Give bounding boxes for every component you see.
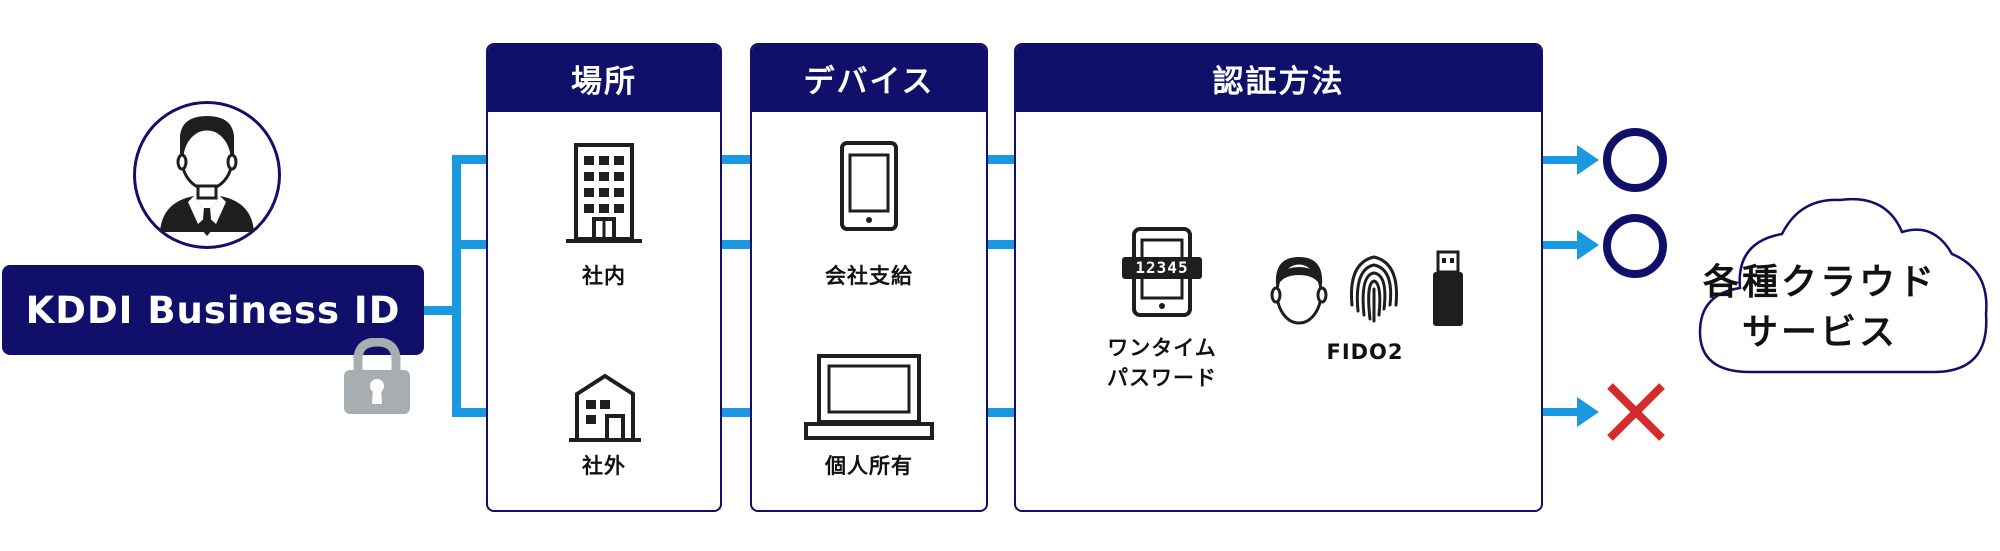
cloud-services-line2: サービス [1741, 312, 1898, 353]
cloud-services-line1: 各種クラウド [1702, 262, 1937, 303]
location-panel: 場所 [486, 43, 722, 512]
location-inside-label: 社内 [582, 264, 626, 288]
small-building-icon [569, 373, 641, 442]
office-building-icon [566, 143, 642, 243]
device-personal-label: 個人所有 [825, 454, 913, 478]
user-avatar [133, 101, 281, 249]
laptop-icon [804, 354, 934, 440]
kddi-business-id-label: KDDI Business ID [25, 288, 401, 332]
fingerprint-icon [1349, 255, 1399, 323]
otp-label-line2: パスワード [1107, 366, 1217, 390]
arrow-right-icon [1543, 397, 1599, 427]
otp-label-line1: ワンタイム [1107, 336, 1217, 360]
cloud-icon [1698, 197, 1988, 374]
tablet-icon [840, 141, 898, 231]
padlock-icon [344, 338, 410, 414]
result-allowed-circle-icon [1603, 214, 1667, 278]
fido2-label: FIDO2 [1326, 340, 1404, 364]
otp-phone-icon: 12345 [1122, 226, 1202, 318]
kddi-business-id-box: KDDI Business ID [2, 265, 424, 355]
otp-code: 12345 [1135, 258, 1189, 277]
result-allowed-circle-icon [1603, 128, 1667, 192]
arrow-right-icon [1543, 230, 1599, 260]
cloud-services-label: 各種クラウド サービス [1700, 258, 1940, 358]
face-recognition-icon [1270, 257, 1328, 325]
device-company-issued-label: 会社支給 [825, 264, 913, 288]
location-outside-label: 社外 [582, 454, 626, 478]
business-person-icon [160, 116, 254, 236]
auth-method-panel-title: 認証方法 [1016, 45, 1541, 112]
arrow-right-icon [1543, 145, 1599, 175]
device-panel: デバイス [750, 43, 988, 512]
result-denied-cross-icon [1607, 383, 1665, 441]
usb-security-key-icon [1433, 250, 1463, 326]
device-panel-title: デバイス [752, 45, 986, 112]
location-panel-title: 場所 [488, 45, 720, 112]
